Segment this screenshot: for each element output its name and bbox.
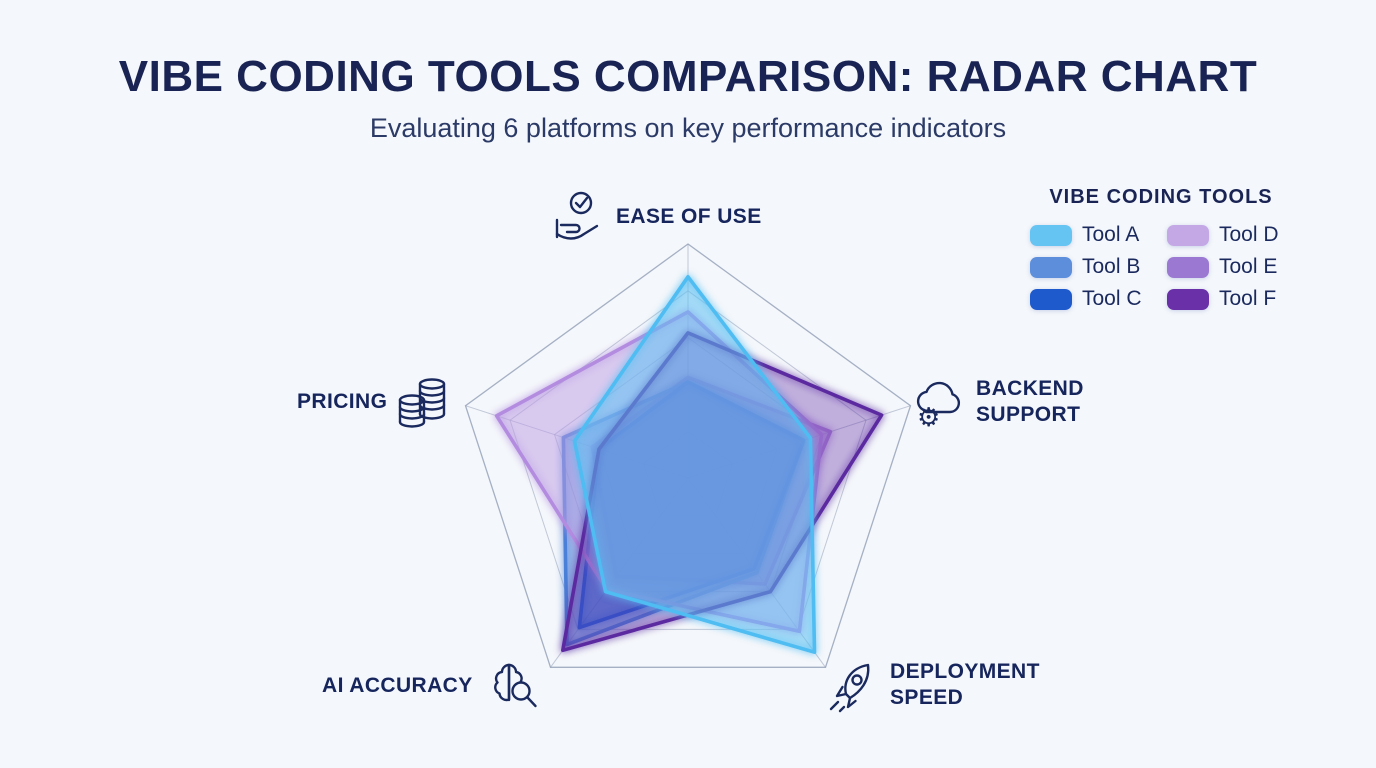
svg-text:⚙: ⚙: [917, 403, 941, 430]
rocket-icon: [822, 656, 880, 714]
axis-label-text: SPEED: [890, 686, 964, 709]
legend-label: Tool B: [1082, 255, 1141, 278]
coins-icon: [397, 374, 449, 430]
radar-grid-ring: [509, 290, 867, 630]
legend-item: Tool F: [1167, 287, 1292, 311]
radar-grid-ring: [464, 243, 912, 668]
legend-item: Tool A: [1030, 223, 1155, 247]
radar-series-tool-a: [572, 274, 817, 655]
radar-grid-spoke: [550, 477, 689, 668]
legend: VIBE CODING TOOLS Tool A Tool B Tool C T…: [1030, 186, 1292, 311]
axis-label-text: SUPPORT: [976, 403, 1081, 426]
legend-label: Tool C: [1082, 287, 1142, 310]
legend-swatch: [1167, 224, 1209, 246]
legend-label: Tool A: [1082, 223, 1140, 246]
legend-item: Tool C: [1030, 287, 1155, 311]
legend-swatch: [1167, 288, 1209, 310]
axis-label-text: BACKEND: [976, 377, 1084, 400]
legend-swatch: [1030, 288, 1072, 310]
axis-label-text: DEPLOYMENT: [890, 660, 1040, 683]
legend-title: VIBE CODING TOOLS: [1049, 186, 1273, 208]
page-subtitle: Evaluating 6 platforms on key performanc…: [369, 113, 1007, 143]
legend-item: Tool B: [1030, 255, 1155, 279]
axis-label-text: EASE OF USE: [616, 205, 762, 228]
legend-item: Tool D: [1167, 223, 1292, 247]
axis-label-deployment-speed: DEPLOYMENT SPEED: [822, 656, 1040, 714]
cloud-gear-icon: ⚙: [908, 374, 966, 430]
axis-label-ease-of-use: EASE OF USE: [550, 190, 762, 244]
legend-label: Tool E: [1219, 255, 1278, 278]
brain-search-icon: [483, 658, 539, 714]
radar-grid-spoke: [465, 405, 689, 479]
radar-series-tool-c: [577, 380, 806, 630]
axis-label-backend-support: ⚙ BACKEND SUPPORT: [908, 374, 1084, 430]
radar-series-tool-f: [560, 331, 884, 653]
axis-label-ai-accuracy: AI ACCURACY: [322, 658, 539, 714]
axis-label-text: PRICING: [297, 390, 388, 413]
legend-swatch: [1030, 256, 1072, 278]
legend-swatch: [1167, 256, 1209, 278]
legend-grid: Tool A Tool B Tool C Tool D Tool E Tool …: [1030, 223, 1292, 311]
page-title: VIBE CODING TOOLS COMPARISON: RADAR CHAR…: [118, 52, 1258, 101]
hand-check-icon: [550, 190, 606, 244]
axis-label-pricing: PRICING: [297, 374, 449, 430]
radar-grid-spoke: [687, 405, 911, 479]
legend-label: Tool D: [1219, 223, 1279, 246]
legend-label: Tool F: [1219, 287, 1277, 310]
legend-item: Tool E: [1167, 255, 1292, 279]
axis-label-text: AI ACCURACY: [322, 674, 473, 697]
radar-grid-ring: [642, 430, 734, 517]
legend-swatch: [1030, 224, 1072, 246]
